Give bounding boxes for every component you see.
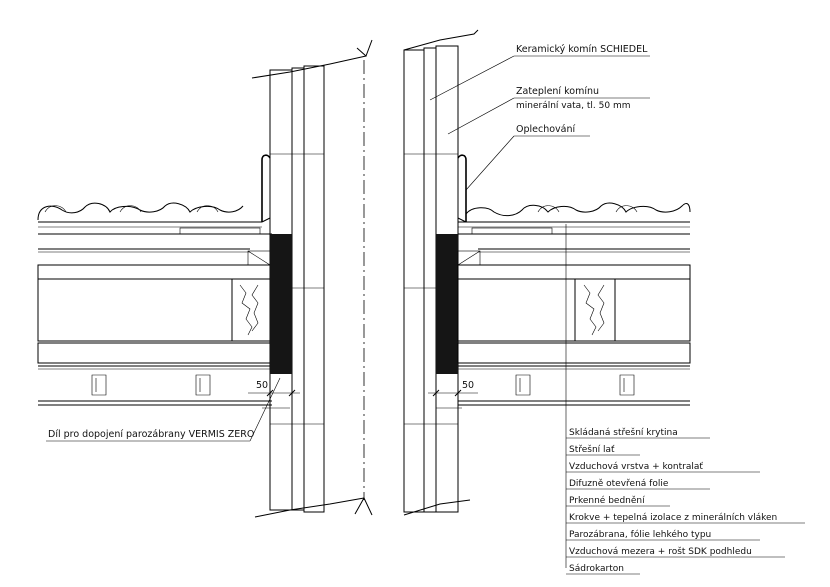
dimension-right: 50 [428,380,478,400]
chimney-block-left [303,65,325,513]
layer-label: Krokve + tepelná izolace z minerálních v… [569,513,777,523]
label-flashing: Oplechování [516,124,576,135]
dimension-right-value: 50 [462,380,474,391]
callout-insulation: Zateplení komínu minerální vata, tl. 50 … [447,86,650,135]
layer-label: Skládaná střešní krytina [569,427,678,438]
layer-label: Vzduchová mezera + rošt SDK podhledu [569,546,752,557]
flashing-left [261,154,271,222]
chimney-block-right [403,49,425,513]
dimension-left-value: 50 [256,380,268,391]
roof-tiles-right [458,202,691,235]
boarding-left [37,264,271,280]
label-insulation-2: minerální vata, tl. 50 mm [516,101,631,111]
roof-tiles-left [37,202,272,235]
flashing-right [457,154,467,222]
layer-label: Vzduchová vrstva + kontralať [569,462,703,472]
sdk-grid-left [91,374,211,396]
callout-vapour-part: Díl pro dopojení parozábrany VERMIS ZERO [46,377,281,442]
chimney [251,29,479,518]
roof-right [436,202,691,409]
chimney-shell-right [423,47,437,513]
vapour-connector-right [436,234,458,374]
sub-insulation-left [37,342,271,364]
roof-left [37,202,290,409]
sub-insulation-right [457,342,691,364]
rafter-insulation-right [457,278,691,342]
sdk-grid-right [515,374,635,396]
callout-chimney: Keramický komín SCHIEDEL [429,44,650,101]
layer-label: Sádrokarton [569,564,624,574]
layer-label: Prkenné bednění [569,495,645,506]
vapour-connector-left [270,234,292,374]
boarding-right [457,264,691,280]
layer-label: Parozábrana, fólie lehkého typu [569,529,711,540]
layer-label: Difuzně otevřená folie [569,479,669,489]
rafter-left [231,278,271,342]
dimension-left: 50 [248,380,300,400]
layer-label: Střešní lať [569,444,615,455]
label-vapour-part: Díl pro dopojení parozábrany VERMIS ZERO [48,429,254,440]
chimney-shell-left [291,67,305,511]
layer-legend: Skládaná střešní krytina Střešní lať Vzd… [565,224,805,575]
label-chimney: Keramický komín SCHIEDEL [516,44,648,55]
callout-flashing: Oplechování [465,124,590,191]
rafter-insulation-left [37,278,271,342]
rafter-right [574,278,616,342]
label-insulation-1: Zateplení komínu [516,86,599,97]
